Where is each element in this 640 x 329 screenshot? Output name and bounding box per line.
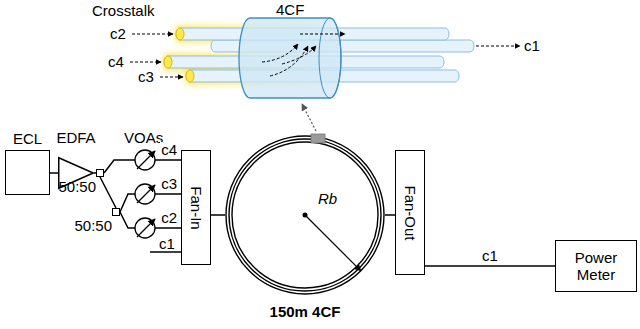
power-meter-box: Power Meter: [555, 240, 637, 292]
fiber-label: 4CF: [276, 1, 304, 18]
radius-label: Rb: [318, 190, 337, 207]
channel-label: c1: [524, 37, 540, 54]
core-ends: [164, 28, 194, 82]
fiber-link: [50, 172, 58, 174]
component-label: 50:50: [58, 178, 96, 195]
box-label: Fan-Out: [401, 185, 418, 240]
signal-arrows: [130, 34, 520, 77]
fan-in-box: Fan-In: [181, 150, 210, 265]
inset-leader: [302, 104, 316, 131]
component-label: VOAs: [124, 129, 163, 146]
channel-label: c3: [138, 68, 154, 85]
fan-out-box: Fan-Out: [395, 150, 425, 275]
channel-label: c2: [110, 25, 126, 42]
crosstalk-arrows: [262, 34, 345, 76]
fiber-link: [100, 177, 116, 208]
component-label: 150m 4CF: [270, 303, 341, 320]
box-label: Power Meter: [556, 249, 636, 284]
cladding-cylinder: [239, 18, 341, 98]
component-label: ECL: [13, 130, 42, 147]
component-label: 50:50: [74, 217, 112, 234]
coil-outline: [225, 135, 385, 295]
fiber-link: [385, 214, 395, 216]
coupler-box: 50:50: [112, 208, 120, 216]
channel-label: c1: [481, 248, 499, 265]
annotation-label: Crosstalk: [92, 2, 155, 19]
coupler-box: 50:50: [96, 169, 104, 177]
channel-label: c4: [160, 142, 178, 159]
voa-symbol: [135, 150, 155, 238]
fiber-coil: 150m 4CF: [225, 135, 385, 295]
channel-label: c2: [160, 210, 178, 227]
fiber-link: [211, 214, 225, 216]
fiber-link: [425, 265, 555, 267]
laser-box: ECL: [5, 150, 50, 195]
component-label: EDFA: [56, 129, 95, 146]
channel-label: c3: [160, 176, 178, 193]
channel-label: c4: [108, 53, 124, 70]
box-label: Fan-In: [187, 186, 204, 229]
channel-label: c1: [159, 235, 175, 252]
